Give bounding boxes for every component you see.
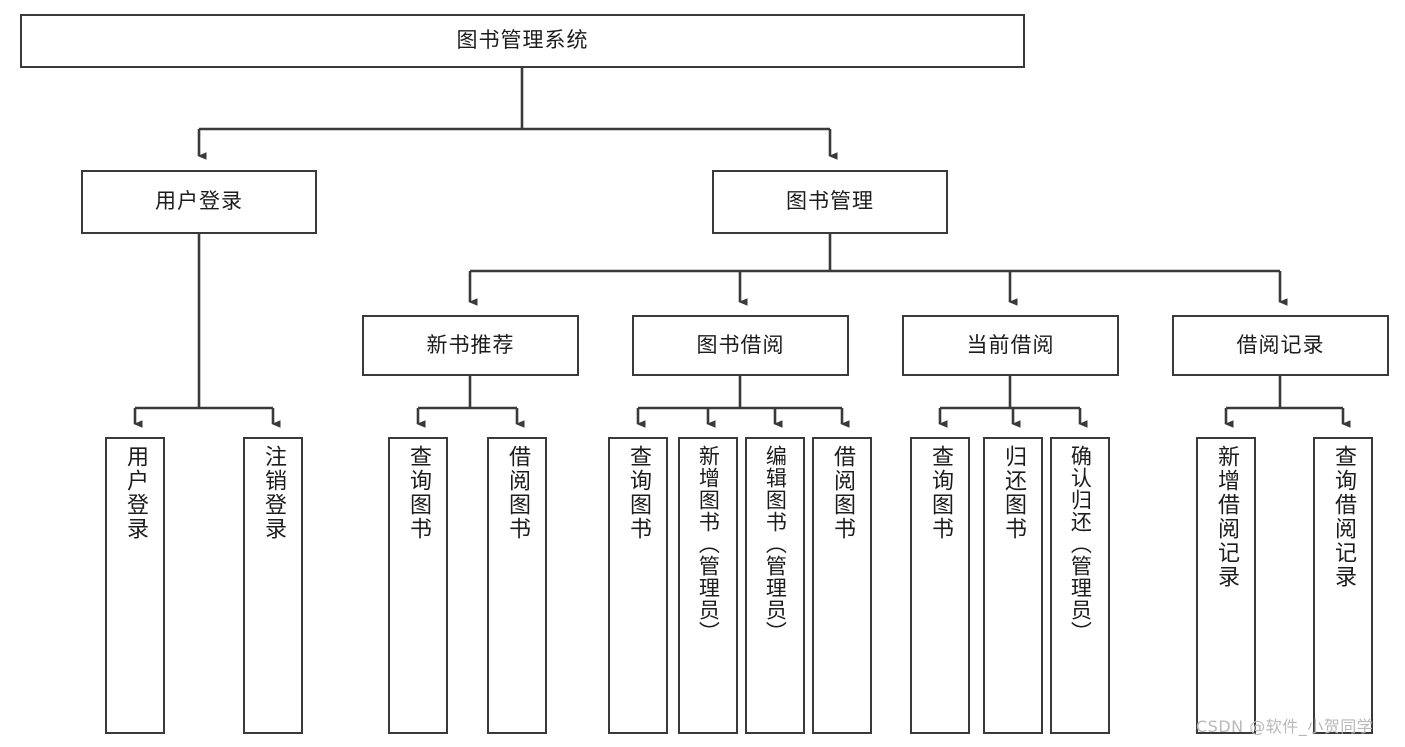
node-leaf-edit-book[interactable]: 编辑图书（管理员） (745, 437, 805, 734)
node-label: 查询借阅记录 (1330, 445, 1356, 589)
node-label: 新增图书（管理员） (696, 445, 721, 643)
node-user-login[interactable]: 用户登录 (81, 170, 317, 234)
node-label: 借阅记录 (1236, 332, 1325, 357)
node-book-borrow[interactable]: 图书借阅 (632, 315, 849, 376)
node-new-book-recommend[interactable]: 新书推荐 (362, 315, 579, 376)
node-leaf-user-login[interactable]: 用户登录 (105, 437, 165, 734)
node-leaf-query-book-3[interactable]: 查询图书 (910, 437, 970, 734)
node-current-borrow[interactable]: 当前借阅 (902, 315, 1119, 376)
node-label: 借阅图书 (829, 445, 855, 541)
node-leaf-query-book-1[interactable]: 查询图书 (388, 437, 448, 734)
node-leaf-query-book-2[interactable]: 查询图书 (608, 437, 668, 734)
node-leaf-add-record[interactable]: 新增借阅记录 (1196, 437, 1256, 734)
node-borrow-record[interactable]: 借阅记录 (1172, 315, 1389, 376)
node-label: 图书管理 (786, 189, 874, 214)
node-label: 用户登录 (155, 189, 243, 214)
node-label: 确认归还（管理员） (1068, 445, 1093, 643)
node-leaf-logout[interactable]: 注销登录 (243, 437, 303, 734)
node-label: 借阅图书 (504, 445, 530, 541)
node-label: 新书推荐 (426, 332, 515, 357)
node-label: 注销登录 (260, 445, 286, 541)
node-label: 查询图书 (927, 445, 953, 541)
csdn-watermark: CSDN @软件_小贺同学 (1196, 717, 1374, 736)
node-label: 图书借阅 (696, 332, 785, 357)
node-label: 图书管理系统 (456, 28, 589, 53)
node-leaf-borrow-book-2[interactable]: 借阅图书 (812, 437, 872, 734)
node-book-manage[interactable]: 图书管理 (712, 170, 948, 234)
node-label: 归还图书 (1000, 445, 1026, 541)
node-label: 用户登录 (122, 445, 148, 541)
node-label: 查询图书 (625, 445, 651, 541)
node-label: 编辑图书（管理员） (763, 445, 788, 643)
node-leaf-return-book[interactable]: 归还图书 (983, 437, 1043, 734)
node-leaf-add-book[interactable]: 新增图书（管理员） (678, 437, 738, 734)
node-leaf-query-record[interactable]: 查询借阅记录 (1313, 437, 1373, 734)
node-label: 新增借阅记录 (1213, 445, 1239, 589)
node-leaf-borrow-book-1[interactable]: 借阅图书 (487, 437, 547, 734)
node-label: 当前借阅 (966, 332, 1055, 357)
node-label: 查询图书 (405, 445, 431, 541)
node-root[interactable]: 图书管理系统 (20, 14, 1025, 68)
node-leaf-confirm-return[interactable]: 确认归还（管理员） (1050, 437, 1110, 734)
